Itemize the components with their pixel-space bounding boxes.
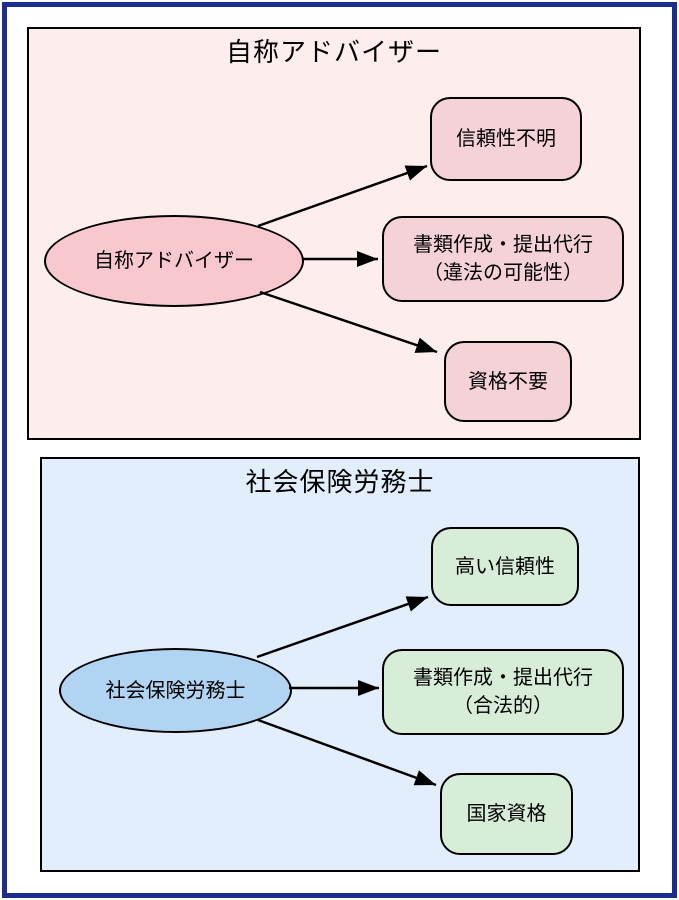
node-unknown-reliability-label: 信頼性不明 xyxy=(456,128,556,150)
node-document-agency-legal-line2: （合法的） xyxy=(453,695,553,717)
node-high-reliability-label: 高い信頼性 xyxy=(455,555,555,578)
node-document-agency-illegal-line1: 書類作成・提出代行 xyxy=(413,234,593,256)
node-labor-attorney: 社会保険労務士 xyxy=(59,648,292,733)
panel-title-self-proclaimed-advisor: 自称アドバイザー xyxy=(225,37,442,67)
node-national-qualification-label: 国家資格 xyxy=(466,803,547,825)
panel-labor-attorney: 社会保険労務士 社会保険労務士 高い信頼性 書類作成・提出代行 （合法的） 国家… xyxy=(40,457,640,872)
node-high-reliability: 高い信頼性 xyxy=(431,527,579,606)
node-document-agency-illegal: 書類作成・提出代行 （違法の可能性） xyxy=(382,216,624,302)
node-labor-attorney-label: 社会保険労務士 xyxy=(105,679,246,702)
panel-title-labor-attorney: 社会保険労務士 xyxy=(245,467,435,497)
node-no-qualification: 資格不要 xyxy=(444,341,572,422)
node-unknown-reliability: 信頼性不明 xyxy=(430,97,582,181)
node-document-agency-legal: 書類作成・提出代行 （合法的） xyxy=(382,649,624,735)
node-self-proclaimed-advisor: 自称アドバイザー xyxy=(44,215,304,307)
node-national-qualification: 国家資格 xyxy=(440,773,573,855)
node-document-agency-illegal-line2: （違法の可能性） xyxy=(423,262,583,284)
node-no-qualification-label: 資格不要 xyxy=(468,370,548,393)
panel-self-proclaimed-advisor: 自称アドバイザー 自称アドバイザー 信頼性不明 書類作成・提出代行 （違法の可能… xyxy=(27,27,641,440)
node-document-agency-legal-line1: 書類作成・提出代行 xyxy=(413,667,593,689)
node-self-proclaimed-advisor-label: 自称アドバイザー xyxy=(94,250,254,272)
